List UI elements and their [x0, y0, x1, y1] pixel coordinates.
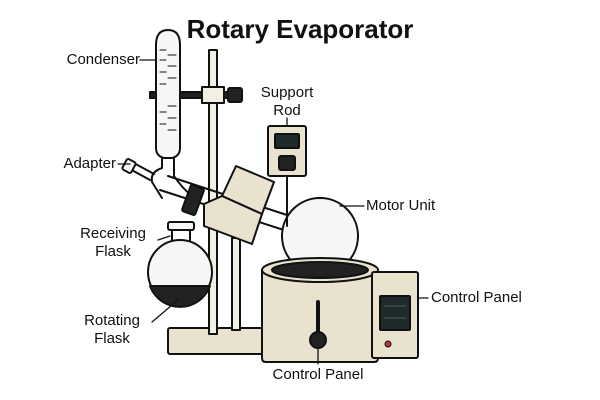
label-support-rod-line1: Support: [260, 84, 314, 101]
controller-knob: [278, 155, 296, 171]
label-support-rod-line2: Rod: [273, 102, 301, 119]
clamp-knob: [227, 87, 243, 103]
bath-drain-knob: [309, 331, 327, 349]
condenser: [155, 29, 181, 159]
water-bath-liquid: [271, 261, 369, 279]
condenser-coil: [159, 49, 177, 131]
control-panel-indicator: [384, 340, 392, 348]
clamp-holder: [201, 86, 225, 104]
label-control-panel-right: Control Panel: [431, 289, 522, 306]
label-receiving-flask-line1: Receiving: [80, 225, 146, 242]
label-support-rod: Support Rod: [250, 84, 324, 120]
label-rotating-flask-line2: Flask: [94, 330, 130, 347]
label-control-panel-bottom: Control Panel: [272, 366, 364, 383]
motor-housing-body: [203, 195, 263, 245]
controller-screen: [274, 133, 300, 149]
label-condenser: Condenser: [66, 51, 140, 68]
receiving-flask-liquid: [149, 285, 211, 308]
receiving-flask-joint: [167, 221, 195, 231]
control-panel-screen: [379, 295, 411, 331]
support-rod-right: [231, 237, 241, 331]
diagram-title: Rotary Evaporator: [186, 14, 414, 44]
label-receiving-flask-line2: Flask: [95, 243, 131, 260]
label-adapter: Adapter: [63, 155, 116, 172]
label-receiving-flask: Receiving Flask: [68, 225, 158, 261]
label-rotating-flask: Rotating Flask: [72, 312, 152, 348]
joint-clip-upper: [181, 184, 205, 216]
leader-lines: [117, 59, 429, 365]
label-rotating-flask-line1: Rotating: [84, 312, 140, 329]
label-motor-unit: Motor Unit: [366, 197, 436, 214]
